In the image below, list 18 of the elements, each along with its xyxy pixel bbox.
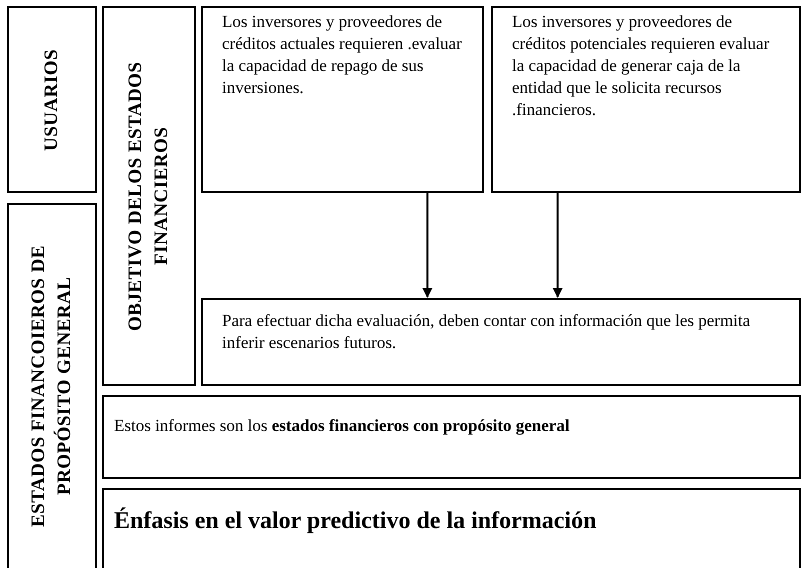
arrow [552, 193, 563, 298]
heading-box [7, 6, 97, 193]
text-box [102, 395, 801, 479]
body-text: Los inversores y proveedores de créditos potenciales requieren evaluar la capacidad de generar caja de la entidad que le solicita recursos .financieros. [512, 11, 770, 121]
arrow [422, 193, 432, 298]
text-box [491, 6, 801, 193]
heading-box [7, 203, 97, 568]
text-box [102, 488, 801, 568]
vertical-heading: USUARIOS [40, 48, 63, 150]
emphasis-text: Énfasis en el valor predictivo de la información [114, 506, 598, 536]
body-text: Para efectuar dicha evaluación, deben contar con información que les permita inferir escenarios futuros. [222, 310, 752, 354]
text-box [201, 6, 484, 193]
heading-box [102, 6, 196, 386]
vertical-heading: ESTADOS FINANCOIEROS DE PROPÓSITO GENERAL [27, 244, 76, 529]
body-text: Estos informes son los estados financieros con propósito general [114, 415, 571, 437]
body-text: Los inversores y proveedores de créditos actuales requieren .evaluar la capacidad de repago de sus inversiones. [222, 11, 463, 99]
vertical-heading: OBJETIVO DELOS ESTADOS FINANCIEROS [124, 60, 173, 333]
text-box [201, 298, 801, 386]
